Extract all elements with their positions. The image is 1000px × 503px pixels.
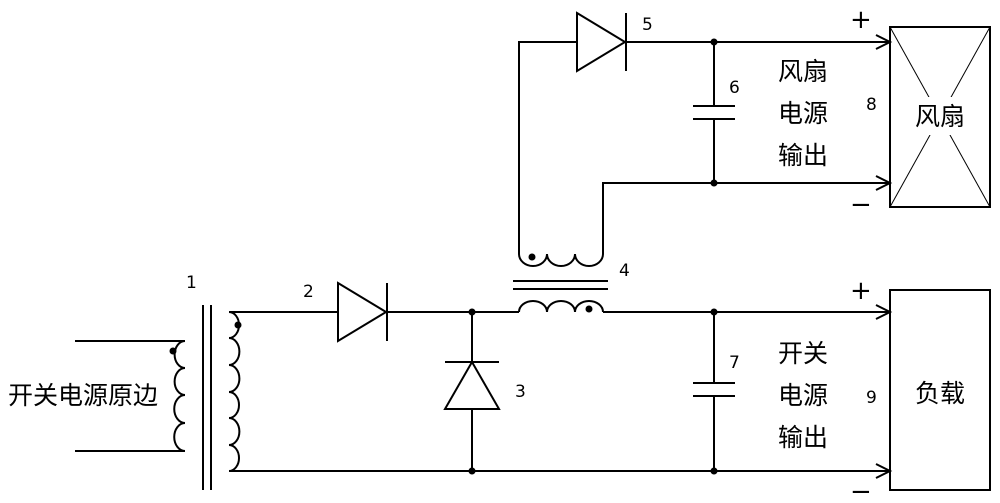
inductor-number: 4 <box>619 261 630 281</box>
fan-plus-sign: + <box>850 5 872 35</box>
inductor-lower-winding <box>518 300 604 313</box>
load-minus-sign: − <box>850 477 872 503</box>
diode5-number: 5 <box>642 15 653 35</box>
primary-side-label: 开关电源原边 <box>8 381 158 410</box>
load-plus-sign: + <box>850 276 872 306</box>
diode-3: 3 <box>443 312 526 471</box>
cap6-number: 6 <box>729 78 740 98</box>
fan-output-label-line2: 电源 <box>778 99 828 128</box>
transformer-number: 1 <box>186 273 197 293</box>
coupled-inductor-4: 4 <box>513 253 630 313</box>
diode-5-body <box>576 11 627 73</box>
secondary-polarity-dot <box>234 321 242 329</box>
fan-output-label-line3: 输出 <box>778 141 828 170</box>
diode2-number: 2 <box>303 282 314 302</box>
inductor-lower-dot <box>585 305 593 313</box>
diode-3-body <box>443 359 501 410</box>
inductor-upper-dot <box>528 253 536 261</box>
fan-number: 8 <box>866 95 877 115</box>
fan-box: 风扇 8 <box>866 26 991 208</box>
primary-polarity-dot <box>169 347 177 355</box>
wire-fan-right-vertical <box>602 182 890 254</box>
junction-dot <box>710 179 718 187</box>
fan-box-outline <box>889 26 991 208</box>
load-box: 负载 9 <box>866 289 991 491</box>
switch-output-label-line2: 电源 <box>778 381 828 410</box>
diode-5: 5 <box>576 11 653 73</box>
load-box-label: 负载 <box>915 379 965 408</box>
primary-winding <box>173 340 186 452</box>
load-box-outline <box>889 289 991 491</box>
wire-fan-left-vertical <box>518 41 577 254</box>
switch-output-label-line3: 输出 <box>778 423 828 452</box>
transformer-1: 1 <box>75 273 242 490</box>
junction-dot <box>710 308 718 316</box>
fan-minus-sign: − <box>850 190 872 220</box>
fan-box-label: 风扇 <box>915 102 965 131</box>
diode3-number: 3 <box>515 382 526 402</box>
junction-dot <box>468 308 476 316</box>
junction-dot <box>710 38 718 46</box>
junction-dot <box>468 467 476 475</box>
secondary-winding <box>228 311 241 472</box>
capacitor-7: 7 <box>693 312 740 471</box>
fan-label-backdrop <box>903 97 977 135</box>
load-number: 9 <box>866 388 877 408</box>
fan-output-label-line1: 风扇 <box>778 57 828 86</box>
diode-2-body <box>337 281 388 343</box>
junction-dot <box>710 467 718 475</box>
capacitor-6: 6 <box>693 42 740 183</box>
cap7-number: 7 <box>729 353 740 373</box>
diode-2: 2 <box>303 281 388 343</box>
switch-output-label-line1: 开关 <box>778 339 828 368</box>
inductor-upper-winding <box>518 253 604 267</box>
